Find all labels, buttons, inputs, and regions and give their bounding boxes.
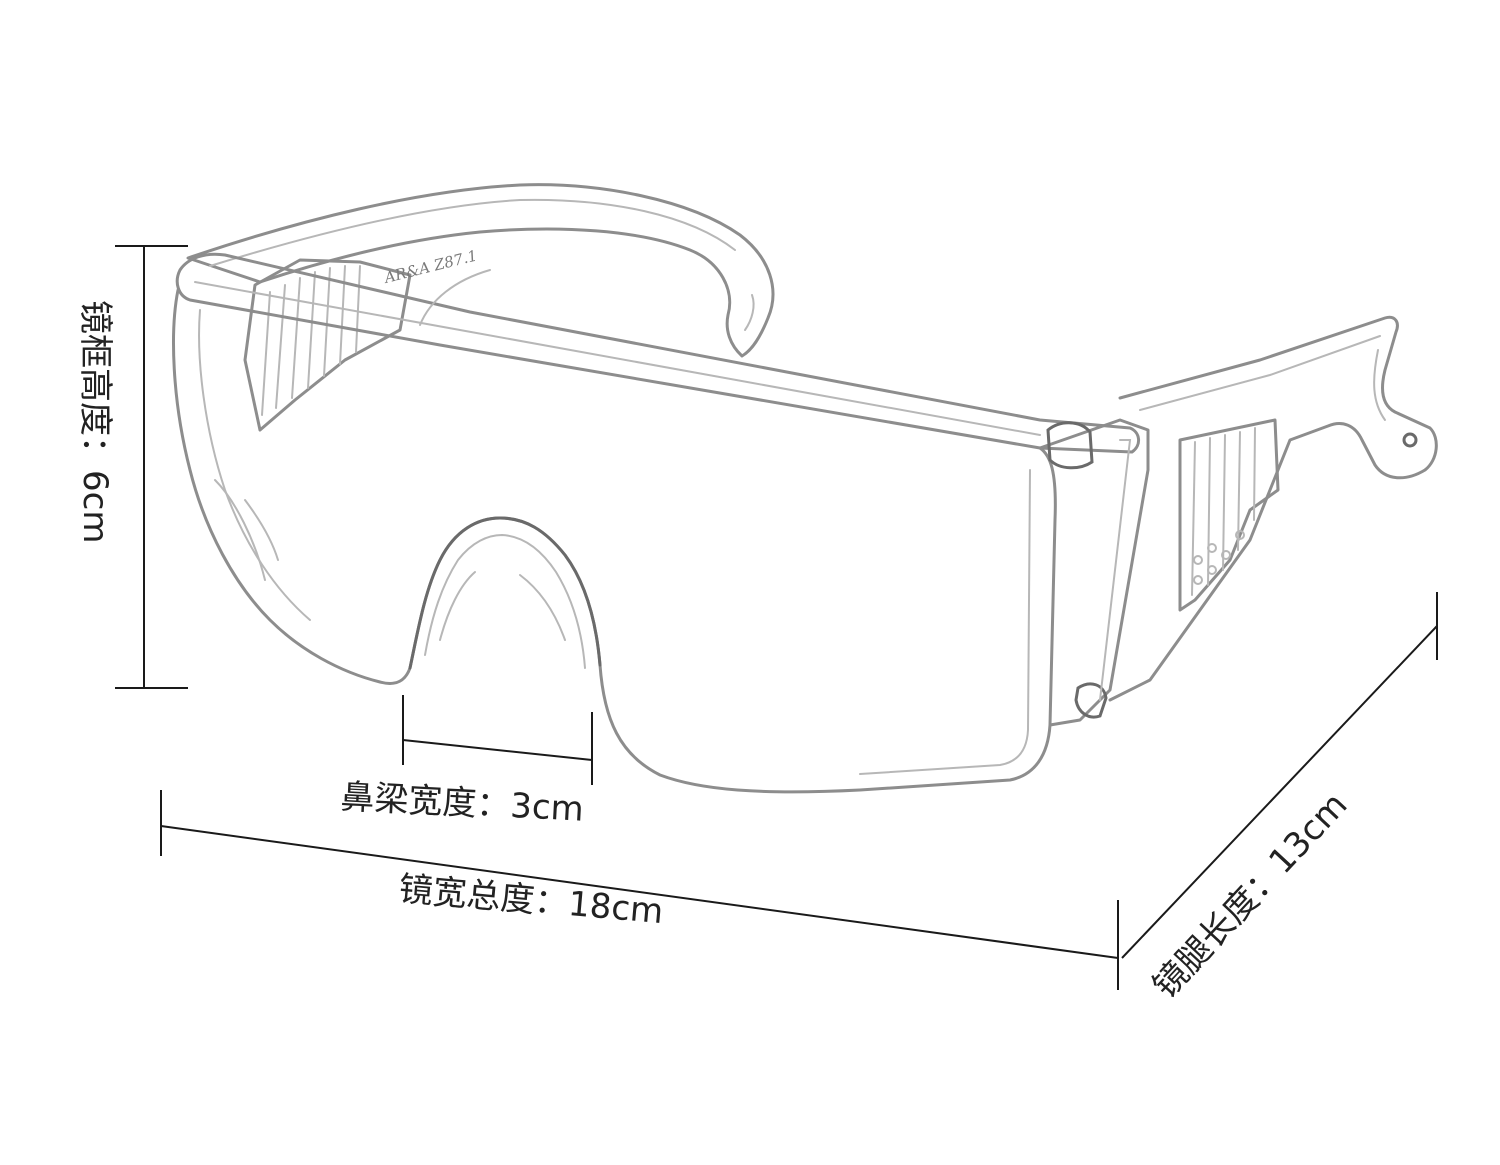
far-temple-arm xyxy=(186,183,775,358)
safety-goggles-illustration: AR&A Z87.1 xyxy=(172,183,1438,794)
temple-length-line xyxy=(1121,625,1438,959)
nose-bridge xyxy=(408,516,602,670)
total-width-dimension: 镜宽总度：18cm xyxy=(160,790,1119,990)
far-side-vents xyxy=(243,258,412,432)
near-temple-arm xyxy=(1108,315,1438,702)
nose-bridge-label: 鼻梁宽度：3cm xyxy=(340,777,585,830)
total-width-line xyxy=(160,825,1119,959)
brow-bar xyxy=(175,252,1140,454)
nose-bridge-dimension: 鼻梁宽度：3cm xyxy=(340,695,593,830)
frame-height-label: 镜框高度：6cm xyxy=(75,300,115,543)
near-hinge xyxy=(1038,418,1150,727)
lens-shield xyxy=(172,288,1057,794)
near-side-vents xyxy=(1178,418,1280,612)
frame-height-dimension: 镜框高度：6cm xyxy=(75,245,188,689)
total-width-label: 镜宽总度：18cm xyxy=(397,869,665,932)
temple-print-text: AR&A Z87.1 xyxy=(381,246,479,287)
nose-bridge-line xyxy=(402,739,593,761)
temple-length-label: 镜腿长度：13cm xyxy=(1145,785,1355,1006)
